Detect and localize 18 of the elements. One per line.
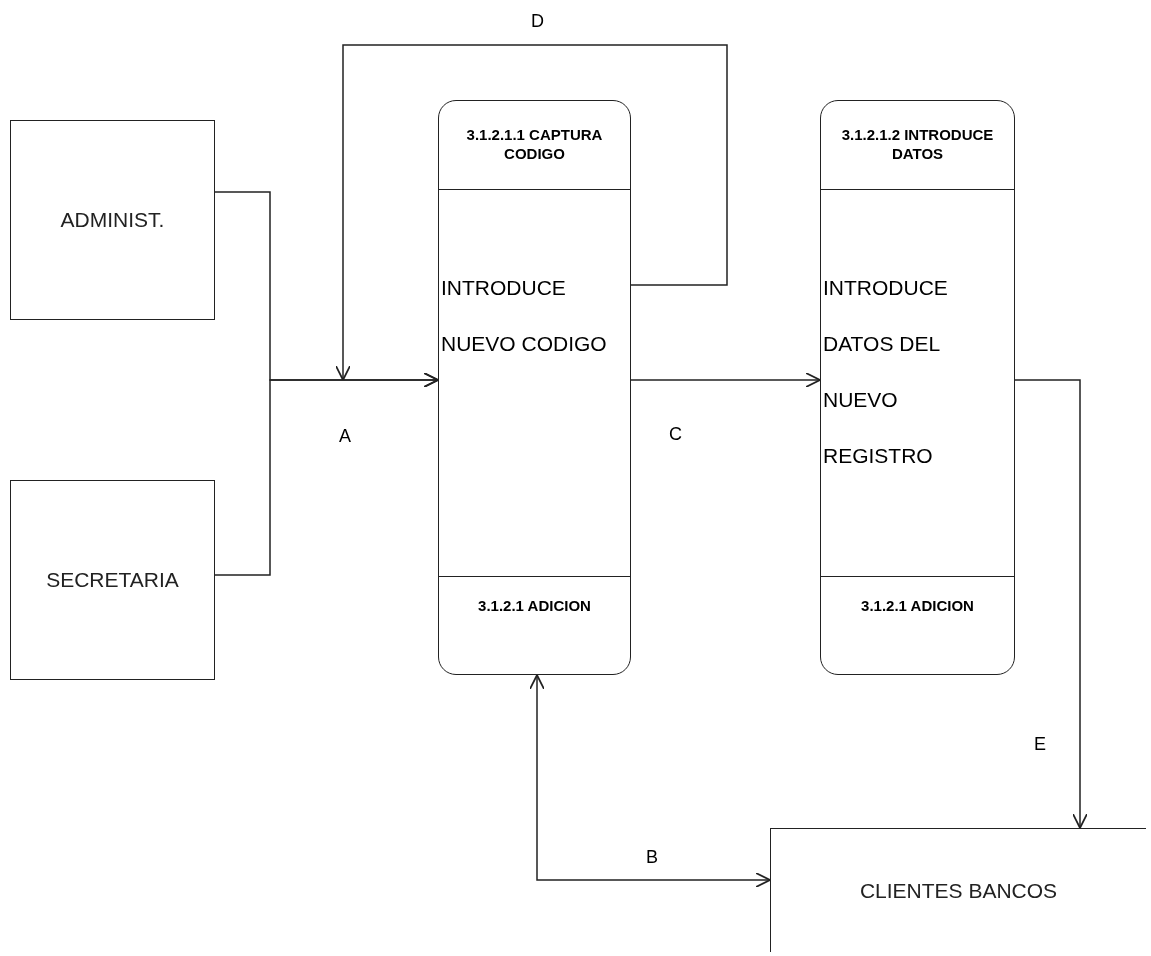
process-box <box>438 100 631 675</box>
process-description: INTRODUCE DATOS DEL NUEVO REGISTRO <box>823 275 949 469</box>
entity-box <box>10 480 215 680</box>
process-group: 3.1.2.1 ADICION <box>861 597 974 616</box>
entity-box <box>10 120 215 320</box>
arrow <box>529 674 771 888</box>
entity-name: CLIENTES BANCOS <box>859 878 1058 903</box>
arrow <box>214 372 439 576</box>
entity-name: ADMINIST. <box>60 208 165 232</box>
process-id: 3.1.2.1.1 CAPTURA CODIGO <box>465 126 604 164</box>
process-description: INTRODUCE NUEVO CODIGO <box>441 275 608 357</box>
arrow <box>630 372 821 388</box>
process-box <box>820 100 1015 675</box>
process-group: 3.1.2.1 ADICION <box>478 597 591 616</box>
process-id: 3.1.2.1.2 INTRODUCE DATOS <box>840 126 995 164</box>
arrow <box>1014 379 1088 829</box>
arrow <box>335 44 728 381</box>
entity-name: SECRETARIA <box>46 568 179 592</box>
